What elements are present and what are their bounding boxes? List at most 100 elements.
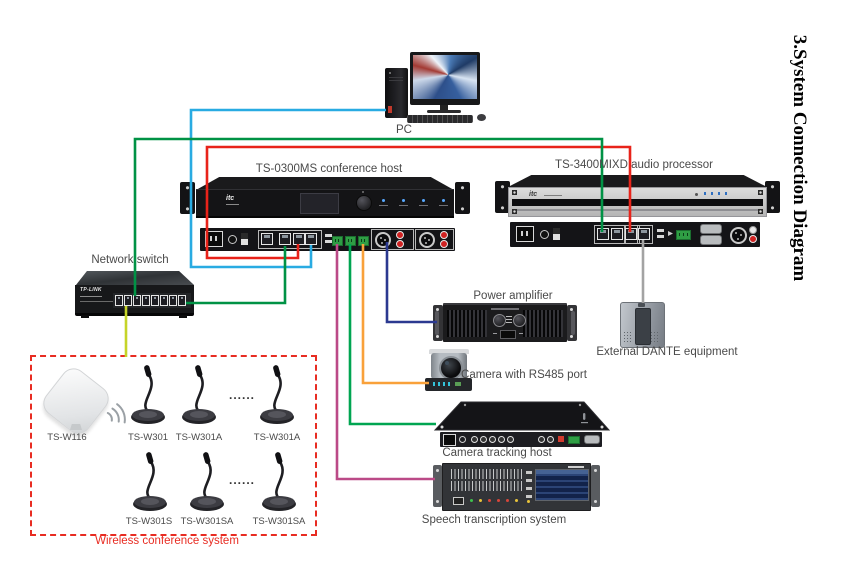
usb-port [325,234,332,237]
switch-port [151,295,159,306]
mic-device [133,452,167,511]
phoenix-connector [332,236,343,246]
dante-device [620,302,665,348]
camera-base [425,378,472,391]
bnc-port [507,436,514,443]
switch-port [124,295,132,306]
rj45-port [261,233,273,245]
rca-connector [749,235,757,243]
rack-front-panel: itc [508,187,767,217]
rj45-port [279,233,291,245]
bnc-port [489,436,496,443]
conference-host-rear [200,228,455,251]
rj45-port [611,228,623,240]
power-switch [553,228,560,240]
transcription-body [442,463,591,511]
switch-model-text [80,296,102,297]
led-indicator [422,199,425,202]
power-inlet [443,434,456,446]
bnc-port [480,436,487,443]
ap-foot [70,424,82,430]
front-groove [512,209,763,211]
db9-connector [584,435,600,444]
rj45-port [638,228,650,240]
switch-desc-text [80,301,114,302]
switch-foot [81,315,89,318]
amp-vent-grille [447,310,487,337]
rca-connector [396,240,404,248]
rca-connector [749,226,757,234]
cable-host-to-tracking [348,244,436,426]
switch-foot [179,315,187,318]
label-mic: TS-W301SA [252,516,306,527]
led-indicator [497,499,500,502]
bnc-port [547,436,554,443]
switch-port [133,295,141,306]
rack-ear [433,465,442,507]
rj45-port [597,228,609,240]
cable-host-to-switch [186,246,287,305]
pc-tower [385,68,408,118]
vent-grille [451,469,523,479]
red-port [558,436,564,442]
itc-logo: itc [529,191,538,198]
rj45-port [625,228,637,240]
led-indicator [479,499,482,502]
led-indicator [488,499,491,502]
mic-device [190,452,224,511]
pc-monitor-stand [440,105,448,111]
mic-device [262,452,296,511]
usb-port [657,235,664,238]
camera-device [425,349,475,392]
rj45-port [305,233,317,245]
usb-port [657,229,664,232]
label-speech-transcription: Speech transcription system [421,514,567,526]
tracking-host-front [433,401,611,431]
pc-screen [413,55,477,99]
camera-status-marks [433,382,451,386]
volume-knob [356,195,372,211]
rca-connector [440,240,448,248]
amp-vent-grille [523,310,563,337]
network-switch-device: TP-LINK [73,270,197,318]
itc-logo: itc [226,195,235,202]
audio-processor-front: itc [495,175,780,217]
led-indicator [442,199,445,202]
switch-port [160,295,168,306]
switch-brand: TP-LINK [80,287,102,293]
lcd-display [300,193,339,214]
amp-gain-knob [513,314,526,327]
led-indicator [515,499,518,502]
xlr-connector [419,232,435,248]
drive-bay [453,497,464,505]
led-indicator [402,199,405,202]
cable-host-to-amplifier [385,242,437,324]
vent-grille [451,481,523,491]
amp-handle [571,311,575,335]
amp-body [443,303,567,342]
dante-inner-panel [635,308,651,345]
rca-connector [440,231,448,239]
ellipsis-dots: ...... [228,473,256,487]
fuse-holder [540,230,549,239]
dante-grille [650,331,660,343]
led-indicator [382,199,385,202]
rack-ear [180,182,195,214]
amp-label-strip [491,308,519,310]
label-network-switch: Network switch [91,254,169,266]
label-audio-processor: TS-3400MIXD audio processor [555,159,713,171]
pc-device [383,52,493,127]
dante-grille [623,331,633,343]
mic-glyph [581,413,588,424]
label-wireless-system: Wireless conference system [95,535,239,547]
status-marks [704,192,728,195]
label-mic: TS-W301A [175,432,223,443]
mic-device [260,365,294,424]
wifi-icon [106,403,126,424]
label-camera-tracking-host: Camera tracking host [442,447,552,459]
rj45-port [293,233,305,245]
pc-keyboard [407,115,473,123]
arrow-mark [668,231,673,236]
db9-connector [700,235,722,245]
